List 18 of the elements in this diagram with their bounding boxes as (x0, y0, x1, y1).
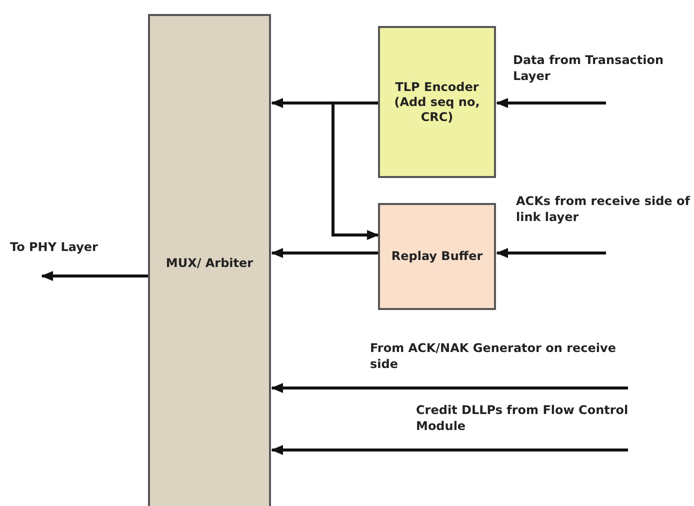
edge-label: From ACK/NAK Generator on receive side (370, 341, 617, 372)
edge-label: Data from Transaction Layer (513, 53, 665, 84)
arrow (271, 383, 628, 393)
buffer-block (378, 203, 496, 310)
block-label: Replay Buffer (390, 249, 484, 264)
edge-label: ACKs from receive side of link layer (516, 194, 692, 226)
block-label: TLP Encoder (Add seq no, CRC) (393, 80, 481, 124)
arrow (41, 271, 148, 281)
edge-label: Credit DLLPs from Flow Control Module (416, 403, 630, 434)
arrow (496, 98, 606, 108)
edge-label: To PHY Layer (10, 240, 99, 256)
arrow (271, 248, 378, 258)
arrow (271, 445, 628, 455)
arrow (496, 248, 606, 258)
arrow (332, 102, 379, 240)
mux-arbiter-block (148, 14, 271, 506)
block-label: MUX/ Arbiter (164, 256, 254, 271)
encoder-block (378, 26, 496, 178)
